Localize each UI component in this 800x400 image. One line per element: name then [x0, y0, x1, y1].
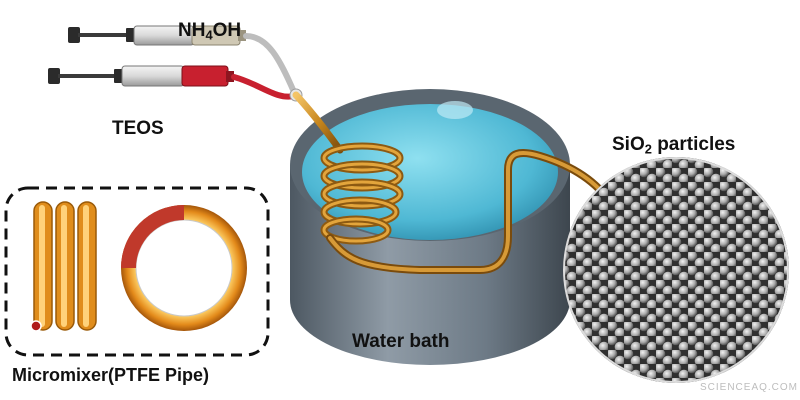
nh4oh-label: NH4OH: [178, 20, 242, 43]
ring-cross-section: [121, 205, 247, 331]
inlet-tubes: [231, 33, 303, 102]
sio2-particles-micrograph: [563, 157, 789, 383]
micromixer-label: Micromixer(PTFE Pipe): [12, 365, 210, 385]
feed-tube: [292, 91, 344, 154]
micromixer-inset: [4, 186, 270, 357]
teos-label: TEOS: [112, 118, 164, 139]
watermark: SCIENCEAQ.COM: [700, 382, 799, 393]
water-bath: [290, 89, 570, 365]
sio2-particles-label: SiO2 particles: [612, 134, 736, 157]
syringe-teos: [48, 65, 234, 87]
helical-coil: [320, 142, 404, 245]
syringe-nh4oh: [68, 25, 246, 46]
coil-side-view: [30, 201, 97, 332]
water-bath-label: Water bath: [352, 331, 450, 352]
